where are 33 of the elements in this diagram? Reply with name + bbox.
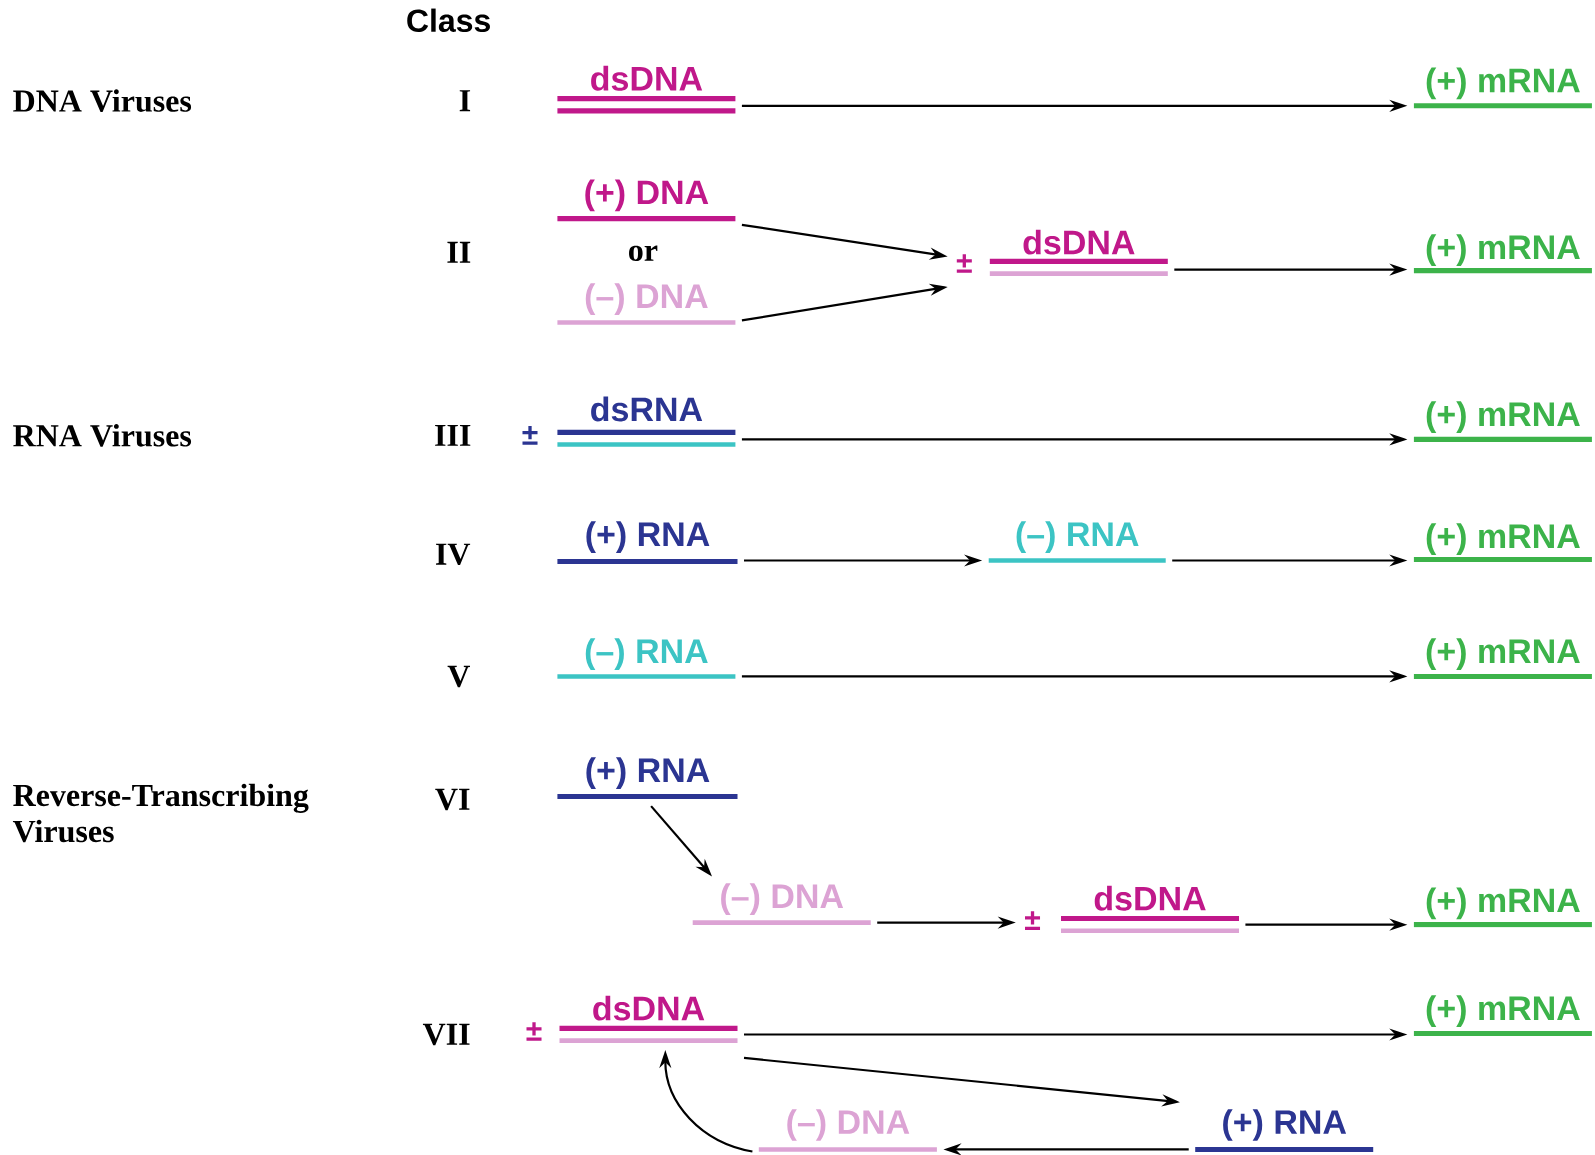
strand-drawing: (–) DNA — [692, 883, 871, 925]
strand-drawing: (+) mRNA — [1413, 523, 1592, 563]
class-numeral: II — [447, 241, 471, 263]
strand-drawing: (+) RNA — [1195, 1109, 1374, 1153]
group-label: Reverse-Transcribing Viruses — [12, 783, 309, 843]
strand-drawing: ± dsRNA — [522, 396, 736, 447]
strand-drawing: (+) mRNA — [1413, 401, 1592, 442]
class-numeral: VI — [435, 788, 470, 811]
strand-drawing: ± dsDNA — [1025, 885, 1239, 934]
strand-drawing: dsDNA — [557, 65, 736, 114]
strand-drawing: ± dsDNA — [956, 229, 1168, 276]
strand-drawing: (+) DNA — [557, 179, 736, 222]
column-heading: Class — [407, 8, 490, 33]
class-numeral: IV — [436, 543, 471, 566]
strand-drawing: ± dsDNA — [526, 995, 738, 1043]
strand-drawing: (–) DNA — [758, 1109, 937, 1152]
group-label: DNA Viruses — [13, 89, 192, 113]
class-numeral: I — [459, 90, 471, 112]
strand-drawing: (+) mRNA — [1413, 995, 1592, 1037]
strand-drawing: (–) RNA — [988, 521, 1166, 563]
strand-drawing: (+) RNA — [557, 521, 738, 565]
group-label: RNA Viruses — [13, 424, 192, 447]
connector-word: or — [629, 245, 658, 262]
strand-drawing: (+) mRNA — [1413, 234, 1592, 274]
strand-drawing: (+) mRNA — [1413, 638, 1592, 680]
strand-drawing: (–) DNA — [557, 283, 736, 325]
strand-drawing: (–) RNA — [557, 638, 736, 679]
strand-drawing: (+) mRNA — [1413, 67, 1592, 109]
class-numeral: III — [435, 424, 471, 446]
class-numeral: VII — [422, 1023, 470, 1046]
strand-drawing: (+) mRNA — [1413, 887, 1592, 928]
class-numeral: V — [447, 665, 470, 688]
strand-drawing: (+) RNA — [557, 757, 738, 800]
